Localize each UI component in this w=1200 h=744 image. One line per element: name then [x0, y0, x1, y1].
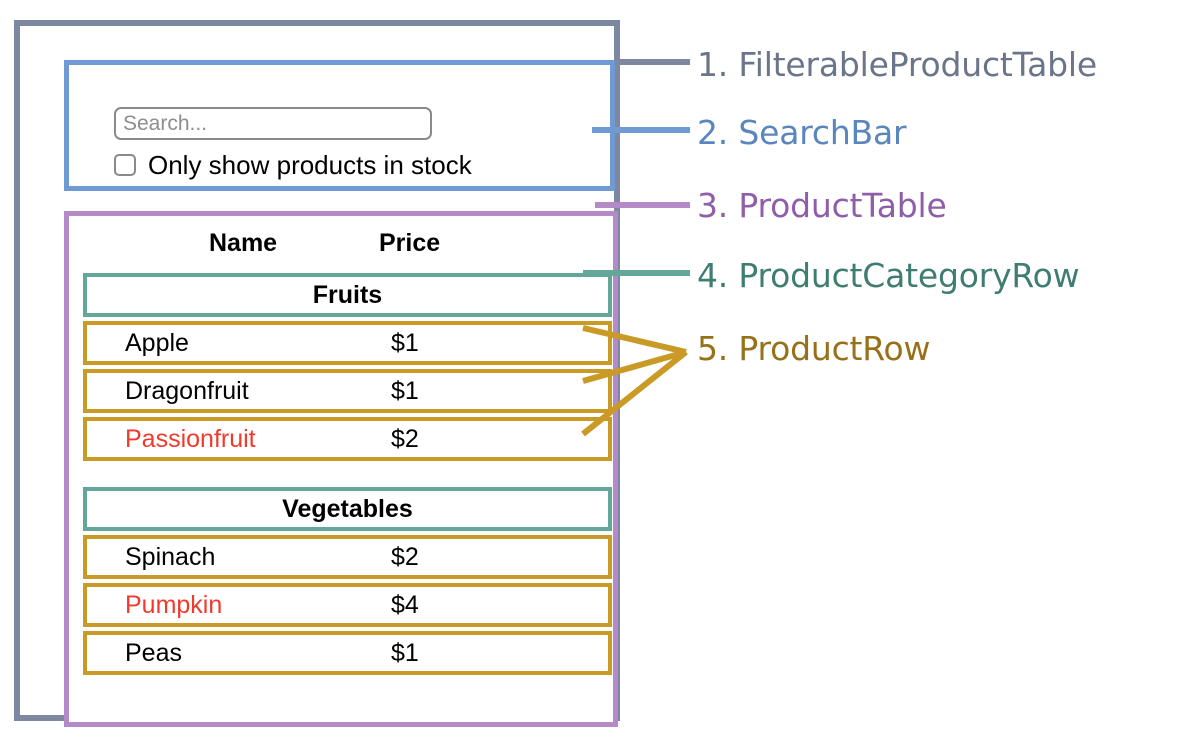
product-row-name: Peas [125, 638, 182, 667]
product-row[interactable]: Spinach $2 [83, 535, 612, 579]
stock-filter-row[interactable]: Only show products in stock [114, 152, 472, 178]
product-row-price: $4 [391, 590, 419, 619]
search-input[interactable] [114, 107, 432, 140]
legend-label-product-row: 5. ProductRow [697, 329, 931, 368]
product-row-price: $1 [391, 376, 419, 405]
product-category-row-label: Fruits [312, 280, 383, 309]
only-in-stock-label: Only show products in stock [148, 150, 472, 180]
product-row-name: Pumpkin [125, 590, 223, 619]
filterable-product-table-frame: Only show products in stock Name Price F… [14, 20, 620, 727]
product-row-price: $1 [391, 638, 419, 667]
product-row-price: $2 [391, 542, 419, 571]
column-header-price: Price [379, 228, 441, 257]
product-row-price: $1 [391, 328, 419, 357]
product-row[interactable]: Passionfruit $2 [83, 417, 612, 461]
product-table: Name Price Fruits Apple $1 Dragonfruit $… [64, 211, 618, 727]
legend-label-search-bar: 2. SearchBar [697, 113, 907, 152]
column-header-name: Name [209, 228, 278, 257]
product-row-name: Passionfruit [125, 424, 256, 453]
product-row-name: Apple [125, 328, 189, 357]
legend-label-product-table: 3. ProductTable [697, 186, 947, 225]
product-row-price: $2 [391, 424, 419, 453]
legend-label-product-category-row: 4. ProductCategoryRow [697, 256, 1080, 295]
legend-label-filterable-product-table: 1. FilterableProductTable [697, 45, 1097, 84]
only-in-stock-checkbox[interactable] [114, 154, 136, 176]
product-category-row: Vegetables [83, 487, 612, 531]
product-row-name: Spinach [125, 542, 216, 571]
product-category-row-label: Vegetables [282, 494, 413, 523]
search-bar: Only show products in stock [64, 60, 615, 191]
group-spacer [83, 465, 612, 487]
product-table-header-row: Name Price [69, 225, 613, 261]
product-rows-area: Fruits Apple $1 Dragonfruit $1 Passionfr… [83, 273, 612, 679]
product-row[interactable]: Apple $1 [83, 321, 612, 365]
product-category-row: Fruits [83, 273, 612, 317]
product-row[interactable]: Dragonfruit $1 [83, 369, 612, 413]
product-row[interactable]: Pumpkin $4 [83, 583, 612, 627]
product-row-name: Dragonfruit [125, 376, 249, 405]
product-row[interactable]: Peas $1 [83, 631, 612, 675]
